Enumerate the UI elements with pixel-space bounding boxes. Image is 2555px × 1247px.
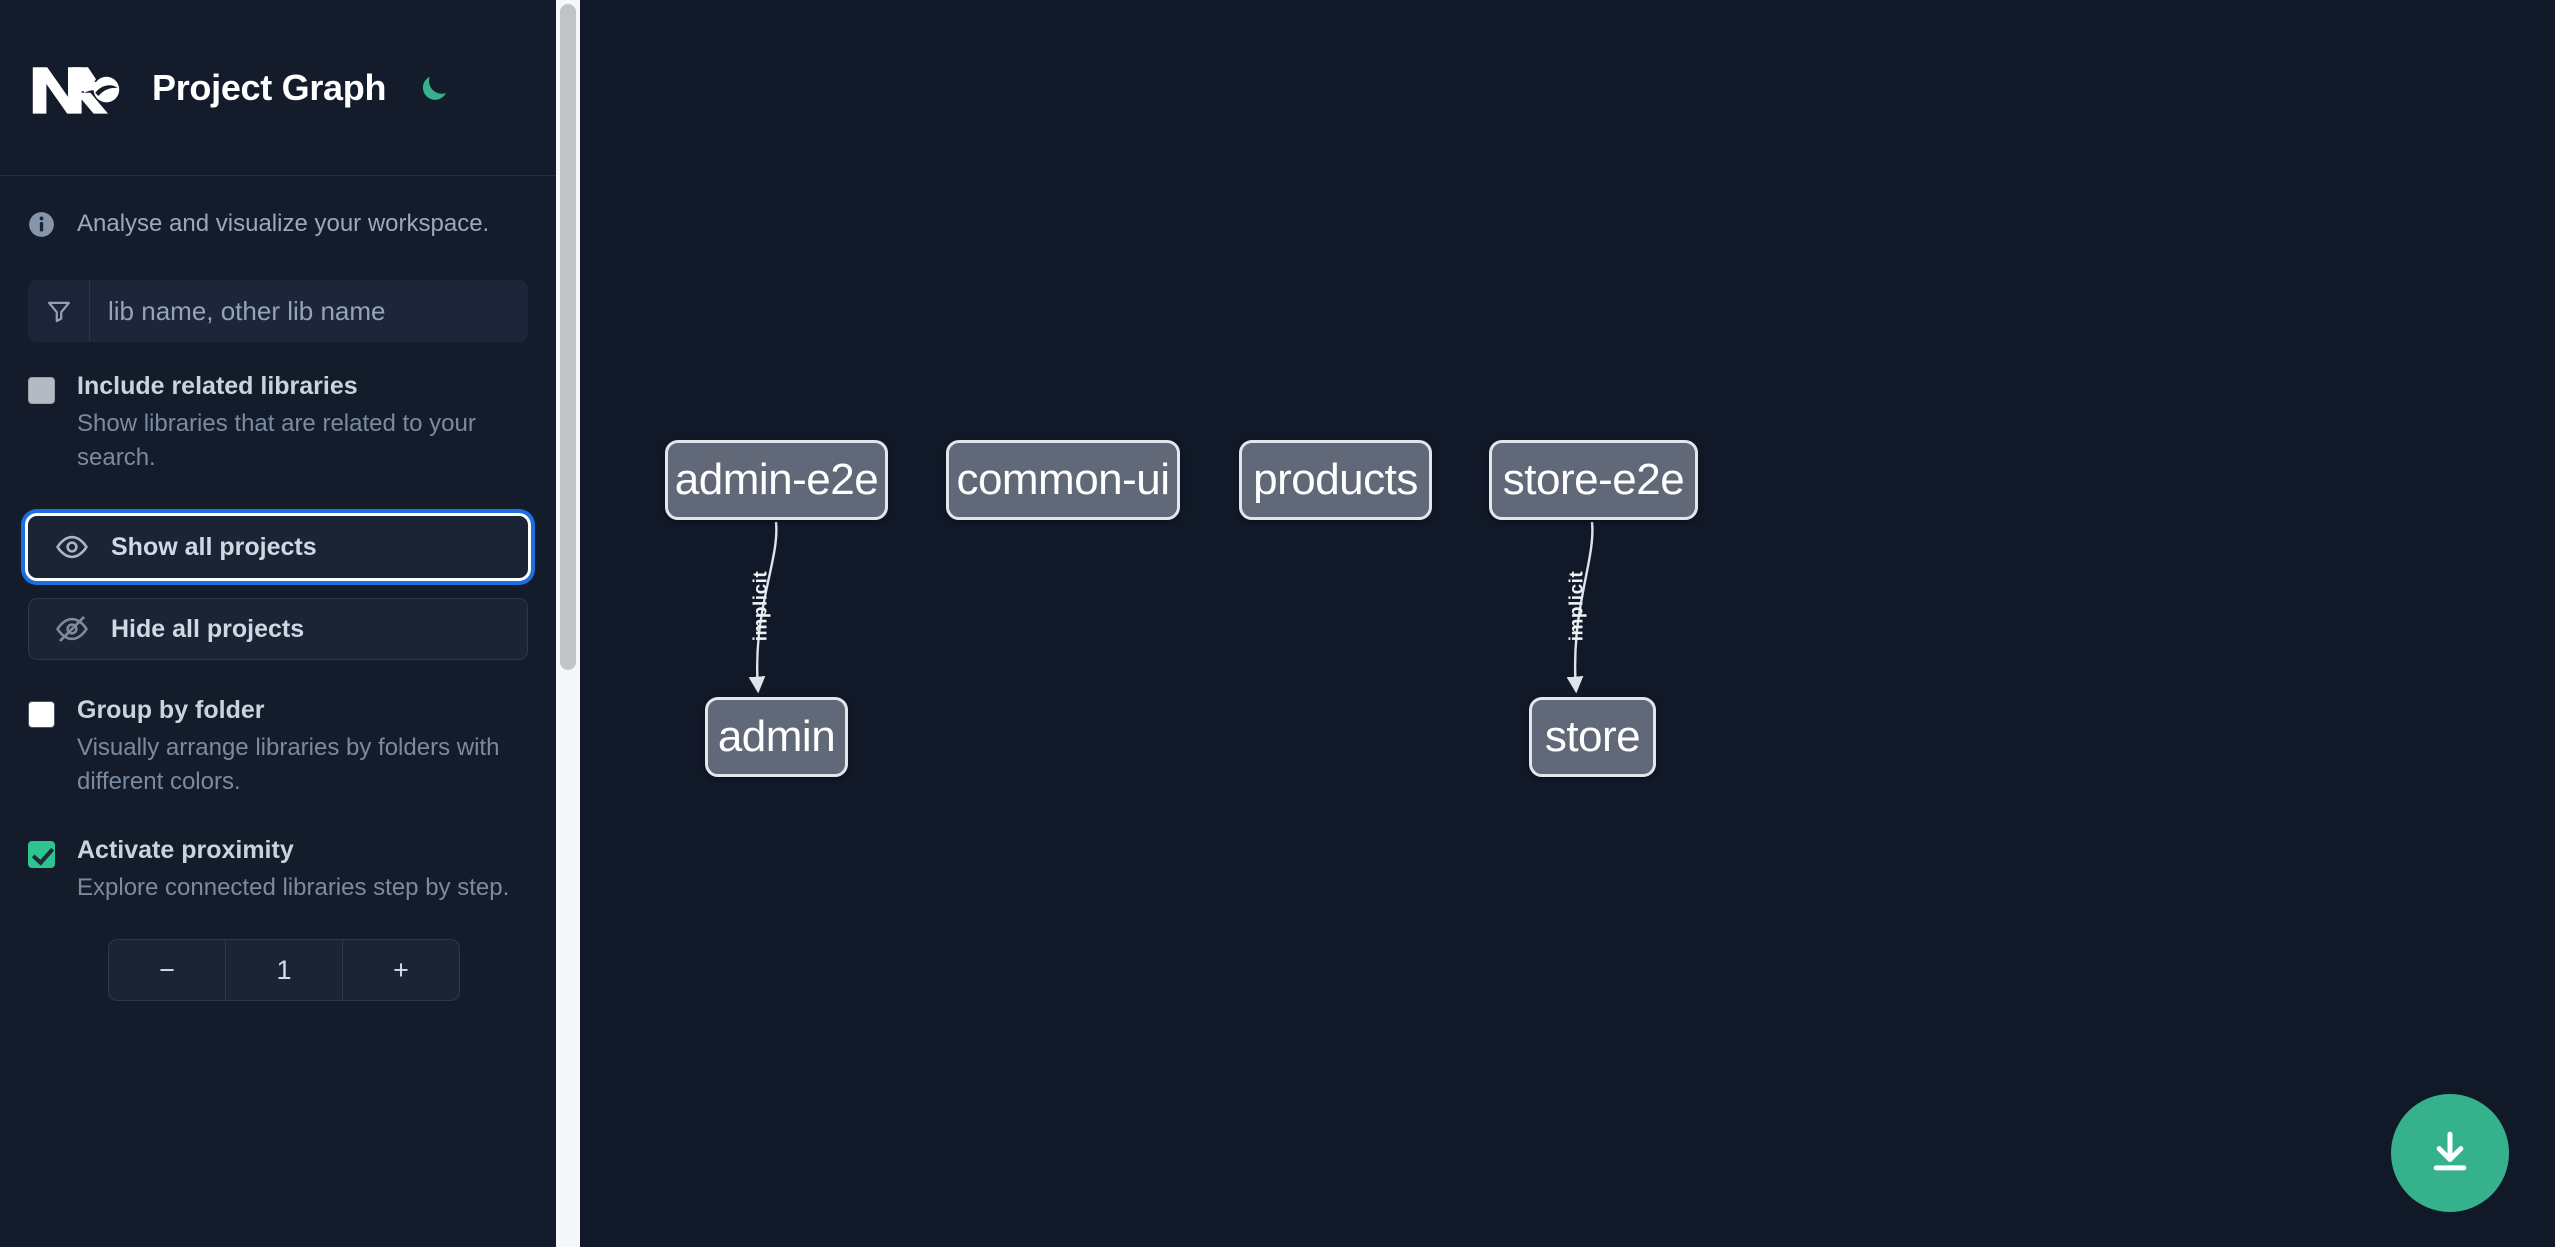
graph-node-store-e2e[interactable]: store-e2e (1489, 440, 1698, 520)
show-all-projects-label: Show all projects (111, 532, 317, 561)
nx-logo (28, 56, 124, 120)
activate-proximity-checkbox[interactable] (28, 841, 55, 869)
include-related-libraries-description: Show libraries that are related to your … (77, 409, 476, 472)
group-by-folder-label: Group by folder (77, 696, 265, 725)
option-activate-proximity[interactable]: Activate proximity Explore connected lib… (0, 834, 556, 905)
graph-canvas[interactable]: implicit implicit admin-e2e common-ui pr… (580, 0, 2555, 1247)
info-icon (28, 211, 55, 238)
activate-proximity-description: Explore connected libraries step by step… (77, 873, 510, 901)
proximity-value: 1 (225, 940, 343, 1001)
eye-off-icon (55, 612, 89, 646)
sidebar-header: Project Graph (0, 0, 556, 176)
proximity-stepper[interactable]: − 1 + (108, 939, 460, 1002)
sidebar: Project Graph Analyse and visualize your… (0, 0, 556, 1247)
option-group-by-folder[interactable]: Group by folder Visually arrange librari… (0, 694, 556, 800)
search-input[interactable] (90, 280, 528, 342)
include-related-libraries-checkbox[interactable] (28, 377, 55, 404)
graph-node-products[interactable]: products (1239, 440, 1432, 520)
graph-node-admin[interactable]: admin (705, 697, 848, 777)
page-title: Project Graph (152, 66, 387, 108)
graph-node-common-ui[interactable]: common-ui (946, 440, 1180, 520)
graph-node-admin-e2e[interactable]: admin-e2e (665, 440, 888, 520)
funnel-icon (28, 280, 90, 342)
visibility-buttons: Show all projects Hide all projects (28, 516, 528, 661)
group-by-folder-checkbox[interactable] (28, 701, 55, 729)
download-icon (2425, 1127, 2475, 1180)
download-button[interactable] (2391, 1094, 2509, 1212)
tagline-text: Analyse and visualize your workspace. (77, 210, 490, 237)
tagline: Analyse and visualize your workspace. (0, 176, 556, 238)
eye-icon (55, 530, 89, 564)
edge-label-store: implicit (1566, 570, 1588, 642)
option-include-related-libraries[interactable]: Include related libraries Show libraries… (0, 370, 556, 476)
moon-icon[interactable] (412, 66, 456, 110)
group-by-folder-description: Visually arrange libraries by folders wi… (77, 733, 500, 796)
graph-node-store[interactable]: store (1529, 697, 1656, 777)
activate-proximity-label: Activate proximity (77, 836, 294, 865)
proximity-increment-button[interactable]: + (393, 954, 409, 985)
sidebar-scrollbar-thumb[interactable] (560, 4, 576, 670)
hide-all-projects-label: Hide all projects (111, 614, 305, 643)
filter-field[interactable] (28, 280, 528, 342)
hide-all-projects-button[interactable]: Hide all projects (28, 598, 528, 661)
proximity-decrement-button[interactable]: − (159, 954, 175, 985)
include-related-libraries-label: Include related libraries (77, 372, 358, 400)
show-all-projects-button[interactable]: Show all projects (28, 516, 528, 579)
edge-label-admin: implicit (750, 570, 772, 642)
